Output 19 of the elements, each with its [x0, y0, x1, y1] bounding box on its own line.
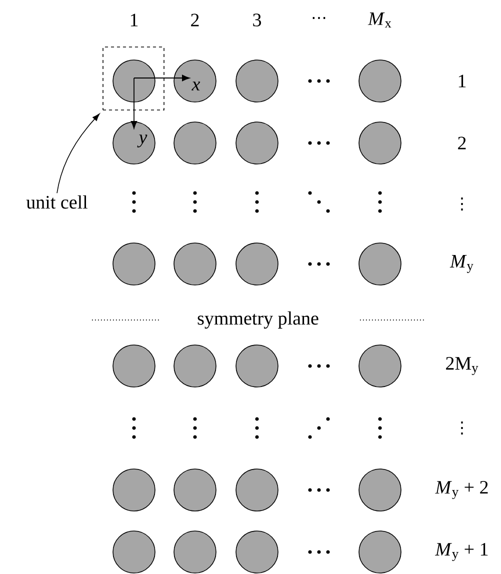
text-label: M$_{y}$ [450, 255, 474, 273]
text-label: 2 [458, 136, 466, 150]
leader-line [56, 114, 100, 194]
text-label: M$_{x}$ [368, 12, 392, 28]
text-label: y [137, 134, 148, 148]
text-label: M$_{y}$ + 2 [435, 480, 488, 500]
text-label: ⋮ [461, 422, 463, 434]
text-label: unit cell [26, 195, 88, 209]
dashed-box [102, 46, 164, 110]
text-label: x [192, 82, 200, 90]
text-label: ⋯ [312, 17, 326, 19]
text-label: 1 [458, 74, 466, 88]
text-label: symmetry plane [198, 311, 318, 329]
text-label: 2 [191, 14, 199, 26]
text-label: M$_{y}$ + 1 [435, 543, 488, 561]
text-label: 2M$_{y}$ [446, 356, 478, 376]
text-label: ⋮ [461, 198, 463, 210]
text-label: 1 [130, 14, 138, 26]
text-label: 3 [253, 14, 261, 26]
